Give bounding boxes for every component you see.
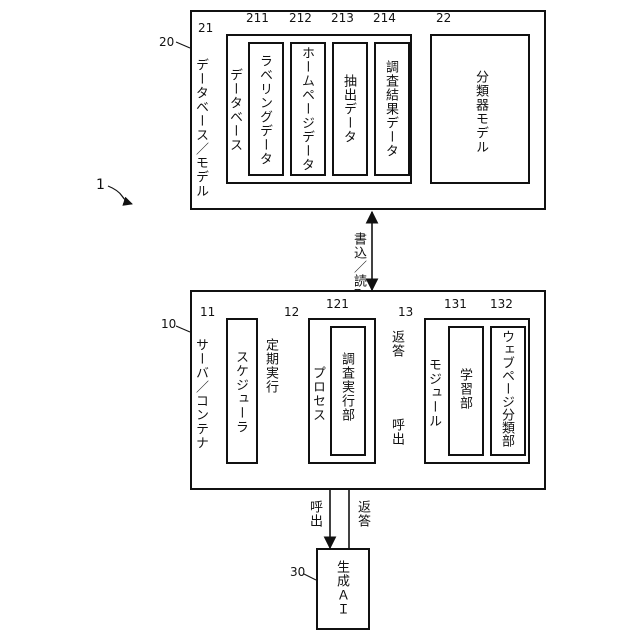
ref-13: 13 — [398, 306, 413, 318]
return-ai-label: 返答 — [356, 500, 369, 528]
ref-121: 121 — [326, 298, 349, 310]
ref-30: 30 — [290, 566, 305, 578]
ref-132: 132 — [490, 298, 513, 310]
web-classifier-label: ウェブページ分類部 — [500, 330, 513, 447]
database-label: データベース — [228, 68, 241, 152]
module-label: モジュール — [427, 358, 440, 428]
database-model-label: データベース／モデル — [194, 58, 207, 198]
homepage-data-label: ホームページデータ — [300, 46, 313, 172]
ref-214: 214 — [373, 12, 396, 24]
ref-12: 12 — [284, 306, 299, 318]
survey-exec-label: 調査実行部 — [340, 352, 353, 422]
ref-212: 212 — [289, 12, 312, 24]
periodic-label: 定期実行 — [264, 338, 277, 394]
call-ai-label: 呼出 — [308, 500, 321, 528]
ref-22: 22 — [436, 12, 451, 24]
process-label: プロセス — [311, 366, 324, 422]
ref-11: 11 — [200, 306, 215, 318]
leader-10 — [176, 326, 190, 332]
leader-30 — [304, 574, 316, 580]
survey-result-data-label: 調査結果データ — [384, 60, 397, 158]
ref-pointer-line — [108, 186, 132, 204]
ref-131: 131 — [444, 298, 467, 310]
diagram-ref-number: 1 — [96, 178, 105, 192]
scheduler-label: スケジューラ — [234, 350, 247, 434]
leader-20 — [176, 42, 190, 48]
call-module-label: 呼出 — [390, 418, 403, 446]
classifier-model-label: 分類器モデル — [474, 70, 487, 154]
ref-213: 213 — [331, 12, 354, 24]
generative-ai-label: 生成ＡＩ — [335, 560, 348, 616]
ref-10: 10 — [161, 318, 176, 330]
learning-label: 学習部 — [458, 368, 471, 410]
ref-21: 21 — [198, 22, 213, 34]
ref-20: 20 — [159, 36, 174, 48]
return-module-label: 返答 — [390, 330, 403, 358]
extracted-data-label: 抽出データ — [342, 74, 355, 144]
ref-211: 211 — [246, 12, 269, 24]
server-container-label: サーバ／コンテナ — [194, 338, 207, 450]
labeling-data-label: ラベリングデータ — [258, 54, 271, 166]
